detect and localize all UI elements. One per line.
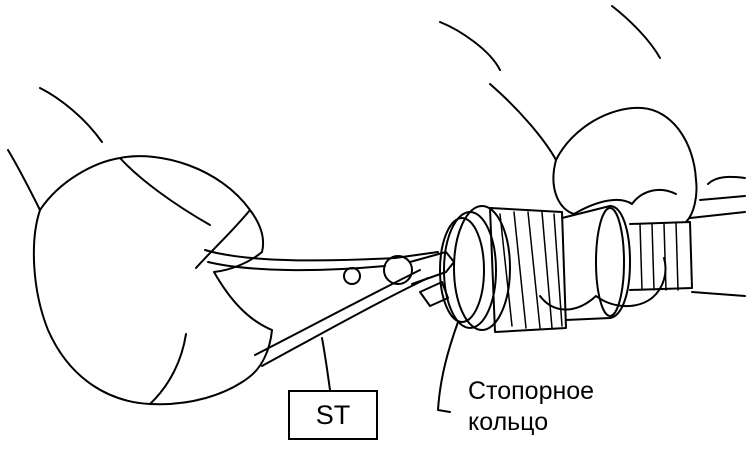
drive-gear xyxy=(489,207,567,333)
tool-label: ST xyxy=(315,399,351,430)
part-callout: Стопорное кольцо xyxy=(468,376,594,438)
leader-st xyxy=(321,337,331,391)
right-hand xyxy=(539,106,698,311)
leader-ring xyxy=(437,321,459,413)
part-label-line1: Стопорное xyxy=(468,377,595,405)
clutch-sleeve xyxy=(561,205,631,321)
pinion xyxy=(629,221,693,291)
shaft xyxy=(689,195,746,297)
pliers-handle-upper-inner xyxy=(207,261,386,272)
pliers-bolt xyxy=(383,255,413,285)
pliers-pivot-ring xyxy=(343,267,361,285)
right-sleeve xyxy=(439,5,661,161)
pliers-handle-lower xyxy=(254,269,421,356)
pliers-handle-lower-inner xyxy=(261,277,429,367)
tool-label-box: ST xyxy=(288,390,378,440)
pliers-handle-upper xyxy=(204,249,439,262)
left-hand xyxy=(32,155,273,406)
part-label-line2: кольцо xyxy=(468,408,549,436)
left-sleeve xyxy=(7,87,103,211)
retaining-ring-flange xyxy=(439,217,485,323)
